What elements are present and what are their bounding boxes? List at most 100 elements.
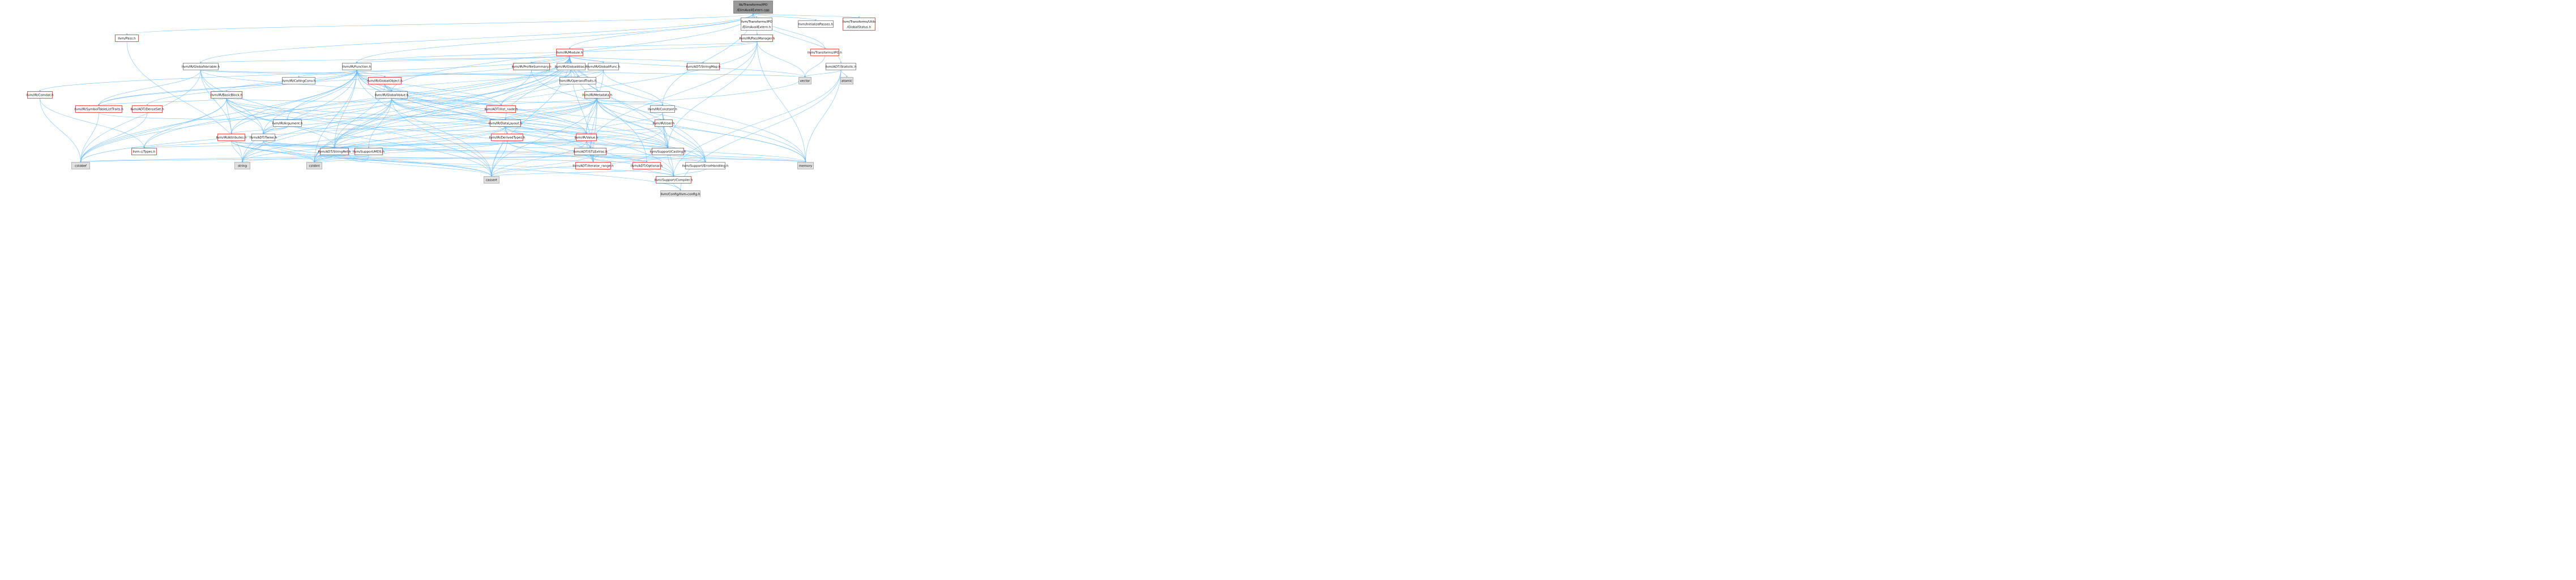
node-llvm-ir-globalobject-h[interactable]: llvm/IR/GlobalObject.h <box>367 77 403 84</box>
node-llvm-ir-module-h[interactable]: llvm/IR/Module.h <box>556 49 583 56</box>
node-llvm-ir-passmanager-h[interactable]: llvm/IR/PassManager.h <box>740 35 775 42</box>
node-llvm-ir-attributes-h[interactable]: llvm/IR/Attributes.h <box>216 134 247 141</box>
node-llvm-ir-user-h[interactable]: llvm/IR/User.h <box>653 120 675 127</box>
node-box <box>486 105 516 113</box>
edge-data-layout-to-cassert <box>490 126 506 177</box>
node-llvm-ir-globalifunc-h[interactable]: llvm/IR/GlobalIFunc.h <box>587 63 621 70</box>
node-llvm-c-types-h[interactable]: llvm-c/Types.h <box>131 148 157 155</box>
node-llvm-ir-metadata-h[interactable]: llvm/IR/Metadata.h <box>582 91 612 99</box>
node-vector[interactable]: vector <box>798 77 811 84</box>
node-llvm-adt-iterator-range-h[interactable]: llvm/ADT/iterator_range.h <box>573 162 614 169</box>
node-llvm-ir-comdat-h[interactable]: llvm/IR/Comdat.h <box>26 91 54 99</box>
node-llvm-initializepasses-h[interactable]: llvm/InitializePasses.h <box>798 20 834 28</box>
node-label: llvm/Transforms/IPO.h <box>808 52 842 55</box>
edge-stl-extras-to-cassert <box>490 155 591 177</box>
node-label: llvm/IR/DerivedTypes.h <box>489 137 526 140</box>
node-label: llvm/ADT/iterator_range.h <box>573 165 614 168</box>
node-memory[interactable]: memory <box>797 162 814 169</box>
node-llvm-ir-profilesummary-h[interactable]: llvm/IR/ProfileSummary.h <box>511 63 552 70</box>
edge-global-value-to-cassert <box>391 98 493 177</box>
node-atomic[interactable]: atomic <box>840 77 853 84</box>
node-lib-transforms-ipo-elimavailextern-cpp[interactable]: lib/Transforms/IPO/ElimAvailExtern.cpp <box>733 1 773 14</box>
node-label: llvm/ADT/DenseSet.h <box>130 108 164 112</box>
node-llvm-ir-symboltablelisttraits-h[interactable]: llvm/IR/SymbolTableListTraits.h <box>74 105 123 113</box>
node-llvm-config-llvm-config-h[interactable]: llvm/Config/llvm-config.h <box>660 190 700 198</box>
edge-stl-extras-to-cstddef <box>80 155 591 163</box>
node-label: llvm/ADT/Optional.h <box>631 165 663 168</box>
edge-argument-to-attributes <box>230 126 288 134</box>
node-string[interactable]: string <box>234 162 250 169</box>
node-box <box>843 18 875 31</box>
node-box <box>342 63 371 70</box>
node-llvm-adt-denseset-h[interactable]: llvm/ADT/DenseSet.h <box>130 105 164 113</box>
edge-function-to-twine <box>262 70 357 134</box>
node-llvm-ir-constant-h[interactable]: llvm/IR/Constant.h <box>648 105 677 113</box>
edge-ir-value-to-compiler <box>586 140 674 177</box>
node-llvm-adt-ilist-node-h[interactable]: llvm/ADT/ilist_node.h <box>484 105 518 113</box>
node-label: llvm/IR/Attributes.h <box>216 137 247 140</box>
node-box <box>633 162 661 169</box>
node-llvm-ir-callingconv-h[interactable]: llvm/IR/CallingConv.h <box>282 77 316 84</box>
edge-symtab-to-ilist-node <box>99 109 488 120</box>
edge-twine-to-cstdint <box>263 140 315 163</box>
node-llvm-adt-stringref-h[interactable]: llvm/ADT/StringRef.h <box>318 148 351 155</box>
edge-function-to-calling-conv <box>298 70 357 78</box>
edge-derived-types-to-stl-extras <box>507 140 591 148</box>
node-llvm-ir-value-h[interactable]: llvm/IR/Value.h <box>575 134 599 141</box>
node-llvm-adt-stlextras-h[interactable]: llvm/ADT/STLExtras.h <box>573 148 608 155</box>
node-llvm-transforms-ipo-h[interactable]: llvm/Transforms/IPO.h <box>808 49 842 56</box>
node-box <box>741 35 773 42</box>
node-llvm-support-md5-h[interactable]: llvm/Support/MD5.h <box>353 148 385 155</box>
node-llvm-ir-globalvariable-h[interactable]: llvm/IR/GlobalVariable.h <box>182 63 220 70</box>
node-label: cassert <box>486 179 498 182</box>
node-label: llvm/Config/llvm-config.h <box>661 193 700 197</box>
node-llvm-ir-globalalias-h[interactable]: llvm/IR/GlobalAlias.h <box>555 63 588 70</box>
node-llvm-transforms-utils-globalstatus-h[interactable]: llvm/Transforms/Utils/GlobalStatus.h <box>843 18 876 31</box>
edge-error-handling-to-compiler <box>673 169 706 177</box>
node-cstddef[interactable]: cstddef <box>71 162 90 169</box>
edge-optional-to-compiler <box>646 169 674 177</box>
edge-basic-block-to-ilist-node <box>226 98 502 106</box>
node-llvm-ir-function-h[interactable]: llvm/IR/Function.h <box>342 63 371 70</box>
edge-function-to-cstdint <box>313 70 357 163</box>
edge-pass-manager-to-casting <box>667 41 758 148</box>
node-box <box>491 134 523 141</box>
node-box <box>490 120 521 127</box>
node-label: llvm/ADT/ilist_node.h <box>484 108 518 112</box>
node-llvm-adt-optional-h[interactable]: llvm/ADT/Optional.h <box>631 162 663 169</box>
node-label: /GlobalStatus.h <box>847 25 872 29</box>
node-llvm-ir-globalvalue-h[interactable]: llvm/IR/GlobalValue.h <box>375 91 409 99</box>
edge-twine-to-string-ref <box>263 140 335 148</box>
node-llvm-support-errorhandling-h[interactable]: llvm/Support/ErrorHandling.h <box>682 162 729 169</box>
node-llvm-ir-basicblock-h[interactable]: llvm/IR/BasicBlock.h <box>211 91 243 99</box>
edge-metadata-to-casting <box>597 98 669 148</box>
node-box <box>741 18 772 31</box>
node-llvm-support-casting-h[interactable]: llvm/Support/Casting.h <box>650 148 686 155</box>
node-llvm-transforms-ipo-elimavailextern-h[interactable]: llvm/Transforms/IPO/ElimAvailExtern.h <box>741 18 772 31</box>
node-llvm-ir-argument-h[interactable]: llvm/IR/Argument.h <box>272 120 303 127</box>
node-label: llvm/ADT/Twine.h <box>250 137 277 140</box>
edge-function-to-ilist-node <box>356 70 502 106</box>
node-box <box>211 91 242 99</box>
node-llvm-pass-h[interactable]: llvm/Pass.h <box>115 35 139 42</box>
node-cstdint[interactable]: cstdint <box>306 162 322 169</box>
node-llvm-ir-derivedtypes-h[interactable]: llvm/IR/DerivedTypes.h <box>489 134 526 141</box>
edge-twine-to-error-handling <box>263 140 706 163</box>
node-llvm-ir-operandtraits-h[interactable]: llvm/IR/OperandTraits.h <box>559 77 597 84</box>
edge-metadata-to-ilist-node <box>500 98 597 106</box>
node-label: lib/Transforms/IPO <box>739 3 768 7</box>
node-cassert[interactable]: cassert <box>484 176 499 184</box>
node-llvm-support-compiler-h[interactable]: llvm/Support/Compiler.h <box>655 176 693 184</box>
edge-stl-extras-to-optional <box>590 155 648 163</box>
node-llvm-adt-statistic-h[interactable]: llvm/ADT/Statistic.h <box>825 63 857 70</box>
node-label: llvm/ADT/StringMap.h <box>686 66 720 69</box>
edge-global-ifunc-to-global-object <box>384 70 604 78</box>
node-llvm-adt-twine-h[interactable]: llvm/ADT/Twine.h <box>250 134 277 141</box>
edge-module-to-cstddef <box>80 56 570 163</box>
node-llvm-adt-stringmap-h[interactable]: llvm/ADT/StringMap.h <box>686 63 721 70</box>
node-label: llvm/IR/SymbolTableListTraits.h <box>74 108 123 112</box>
edge-global-ifunc-to-ilist-node <box>500 70 604 106</box>
node-label: llvm/ADT/StringRef.h <box>318 151 351 154</box>
node-box <box>650 105 675 113</box>
node-llvm-ir-datalayout-h[interactable]: llvm/IR/DataLayout.h <box>489 120 522 127</box>
